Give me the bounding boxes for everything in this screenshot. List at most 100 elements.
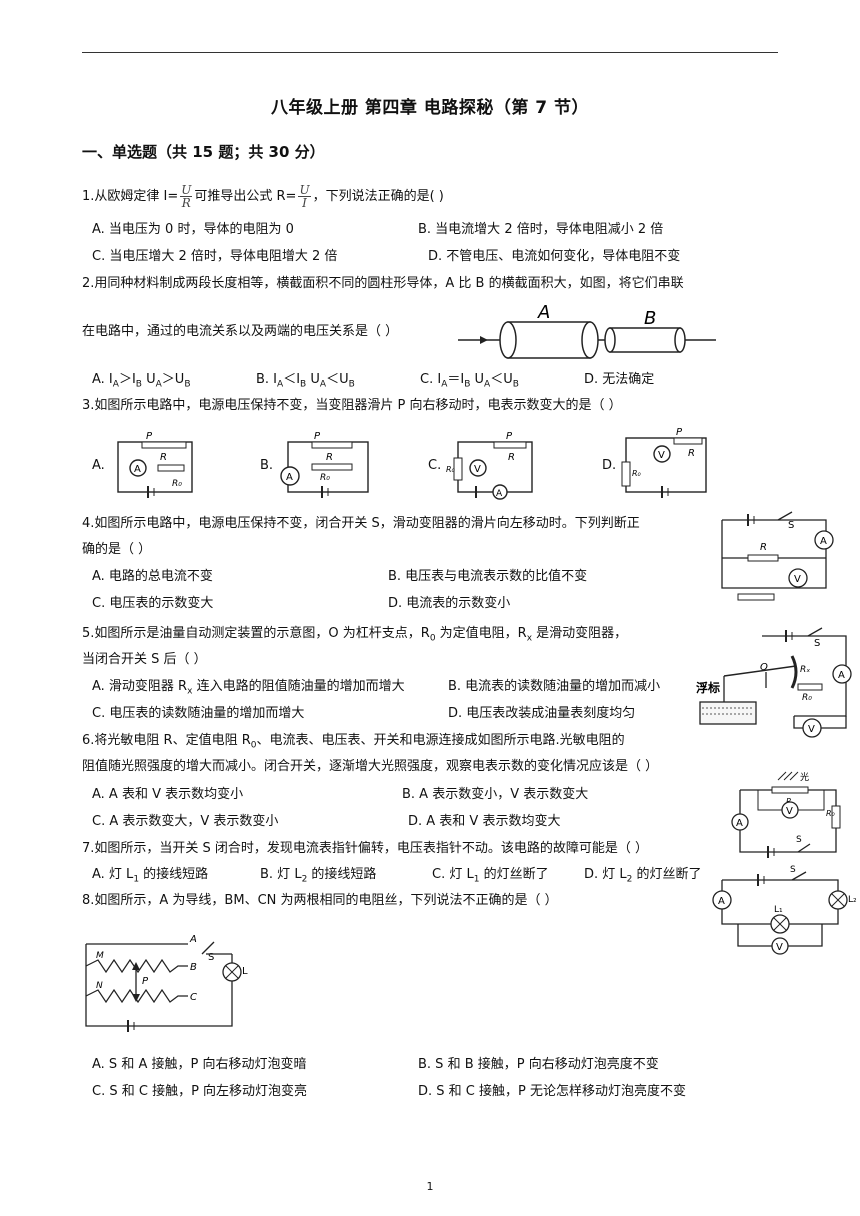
q2-option-a[interactable]: A. IA＞IB UA＞UB	[92, 372, 191, 390]
svg-text:P: P	[146, 431, 153, 442]
svg-text:V: V	[776, 942, 783, 953]
svg-text:R: R	[160, 452, 167, 463]
question-3-stem: 3.如图所示电路中，电源电压保持不变，当变阻器滑片 P 向右移动时，电表示数变大…	[82, 398, 622, 413]
svg-text:R₀: R₀	[826, 809, 836, 818]
q2-label-a: A	[537, 302, 550, 323]
q1-option-c[interactable]: C. 当电压增大 2 倍时，导体电阻增大 2 倍	[92, 249, 338, 264]
svg-text:A: A	[736, 818, 743, 829]
q1-text-pre: 1.从欧姆定律 I=	[82, 189, 179, 204]
q3-option-d[interactable]: D.	[602, 458, 617, 473]
q1-option-b[interactable]: B. 当电流增大 2 倍时，导体电阻减小 2 倍	[418, 222, 664, 237]
svg-text:A: A	[718, 896, 725, 907]
q6-option-a[interactable]: A. A 表和 V 表示数均变小	[92, 787, 244, 802]
question-2-line2: 在电路中，通过的电流关系以及两端的电压关系是（ ）	[82, 324, 399, 339]
page-title: 八年级上册 第四章 电路探秘（第 7 节）	[270, 98, 589, 118]
question-6-line1: 6.将光敏电阻 R、定值电阻 R0、电流表、电压表、开关和电源连接成如图所示电路…	[82, 733, 625, 751]
svg-text:S: S	[814, 638, 820, 649]
q1-option-d[interactable]: D. 不管电压、电流如何变化，导体电阻不变	[428, 249, 681, 264]
q5-option-b[interactable]: B. 电流表的读数随油量的增加而减小	[448, 679, 661, 694]
svg-text:R₀: R₀	[172, 479, 182, 489]
q6-photoresistor-circuit: 光 R V R₀ A S	[731, 771, 841, 858]
svg-text:A: A	[820, 536, 827, 547]
q8-circuit-diagram: A M B N C P S L	[85, 934, 248, 1032]
q5-option-c[interactable]: C. 电压表的读数随油量的增加而增大	[92, 706, 305, 721]
svg-text:M: M	[96, 951, 104, 961]
q4-option-a[interactable]: A. 电路的总电流不变	[92, 569, 213, 584]
svg-text:R: R	[688, 448, 695, 459]
svg-text:S: S	[208, 952, 214, 963]
svg-text:A: A	[496, 489, 503, 499]
question-6-line2: 阻值随光照强度的增大而减小。闭合开关，逐渐增大光照强度，观察电表示数的变化情况应…	[82, 759, 659, 774]
q6-option-d[interactable]: D. A 表和 V 表示数均变大	[408, 814, 561, 829]
svg-text:R: R	[760, 542, 767, 553]
q1-text-mid: 可推导出公式 R=	[194, 189, 297, 204]
q8-option-d[interactable]: D. S 和 C 接触，P 无论怎样移动灯泡亮度不变	[418, 1084, 686, 1099]
svg-text:R₀: R₀	[802, 693, 812, 703]
q6-option-b[interactable]: B. A 表示数变小，V 表示数变大	[402, 787, 589, 802]
q5-option-a[interactable]: A. 滑动变阻器 Rx 连入电路的阻值随油量的增加而增大	[92, 679, 405, 697]
svg-text:Rₓ: Rₓ	[800, 665, 810, 675]
q4-circuit-diagram: S A R V	[721, 511, 834, 601]
q3-circuit-c: P R R₀ V A	[446, 431, 533, 500]
svg-text:A: A	[134, 464, 141, 475]
svg-text:R₀: R₀	[632, 469, 642, 478]
q4-option-d[interactable]: D. 电流表的示数变小	[388, 596, 511, 611]
q4-option-b[interactable]: B. 电压表与电流表示数的比值不变	[388, 569, 588, 584]
svg-text:O: O	[760, 662, 768, 673]
svg-text:V: V	[794, 574, 801, 585]
q3-circuit-a: P R A R₀	[117, 431, 193, 498]
svg-text:C: C	[190, 992, 197, 1003]
q7-option-a[interactable]: A. 灯 L1 的接线短路	[92, 867, 209, 885]
svg-text:S: S	[788, 520, 794, 531]
q3-option-b[interactable]: B.	[260, 458, 274, 473]
svg-text:P: P	[142, 976, 149, 987]
svg-text:V: V	[658, 450, 665, 461]
question-5-line2: 当闭合开关 S 后（ ）	[82, 652, 207, 667]
q7-option-b[interactable]: B. 灯 L2 的接线短路	[260, 867, 377, 885]
q1-text-post: ，下列说法正确的是( )	[312, 189, 444, 204]
q3-circuit-b: P R R₀ A	[280, 431, 369, 498]
svg-text:V: V	[474, 464, 481, 475]
svg-text:L₁: L₁	[774, 905, 783, 915]
q3-option-c[interactable]: C.	[428, 458, 442, 473]
svg-text:L: L	[242, 966, 248, 977]
svg-text:R₀: R₀	[320, 473, 330, 483]
q7-option-c[interactable]: C. 灯 L1 的灯丝断了	[432, 867, 549, 885]
svg-text:V: V	[808, 724, 815, 735]
question-8-stem: 8.如图所示，A 为导线，BM、CN 为两根相同的电阻丝，下列说法不正确的是（ …	[82, 893, 558, 908]
q6-option-c[interactable]: C. A 表示数变大，V 表示数变小	[92, 814, 279, 829]
section-heading: 一、单选题（共 15 题；共 30 分）	[82, 143, 325, 161]
q2-option-c[interactable]: C. IA＝IB UA＜UB	[420, 372, 519, 390]
svg-text:S: S	[796, 835, 802, 845]
q5-option-d[interactable]: D. 电压表改装成油量表刻度均匀	[448, 706, 636, 721]
svg-text:B: B	[190, 962, 197, 973]
svg-text:R₀: R₀	[446, 465, 456, 474]
svg-text:A: A	[189, 934, 197, 945]
question-4-line2: 确的是（ ）	[82, 542, 152, 557]
svg-text:V: V	[786, 806, 793, 817]
question-4-line1: 4.如图所示电路中，电源电压保持不变，闭合开关 S，滑动变阻器的滑片向左移动时。…	[82, 516, 640, 531]
q6-light-label: 光	[800, 771, 809, 783]
svg-text:S: S	[790, 865, 796, 875]
q7-option-d[interactable]: D. 灯 L2 的灯丝断了	[584, 867, 702, 885]
q8-option-a[interactable]: A. S 和 A 接触，P 向右移动灯泡变暗	[92, 1057, 307, 1072]
q8-option-c[interactable]: C. S 和 C 接触，P 向左移动灯泡变亮	[92, 1084, 308, 1099]
q3-option-a[interactable]: A.	[92, 458, 105, 473]
svg-text:L₂: L₂	[848, 895, 857, 905]
q4-option-c[interactable]: C. 电压表的示数变大	[92, 596, 214, 611]
q7-circuit-diagram: S A L₂ L₁ V	[712, 865, 857, 955]
q5-oil-gauge-diagram: S A Rₓ R₀ O 浮标 V	[696, 627, 852, 738]
svg-text:R: R	[508, 452, 515, 463]
question-2-line1: 2.用同种材料制成两段长度相等，横截面积不同的圆柱形导体，A 比 B 的横截面积…	[82, 276, 684, 291]
q2-option-b[interactable]: B. IA＜IB UA＜UB	[256, 372, 355, 390]
page-number: 1	[426, 1180, 434, 1193]
svg-text:N: N	[96, 981, 103, 991]
svg-text:P: P	[314, 431, 321, 442]
q1-option-a[interactable]: A. 当电压为 0 时，导体的电阻为 0	[92, 222, 294, 237]
q8-option-b[interactable]: B. S 和 B 接触，P 向右移动灯泡亮度不变	[418, 1057, 659, 1072]
svg-text:A: A	[838, 670, 845, 681]
q2-option-d[interactable]: D. 无法确定	[584, 372, 655, 387]
